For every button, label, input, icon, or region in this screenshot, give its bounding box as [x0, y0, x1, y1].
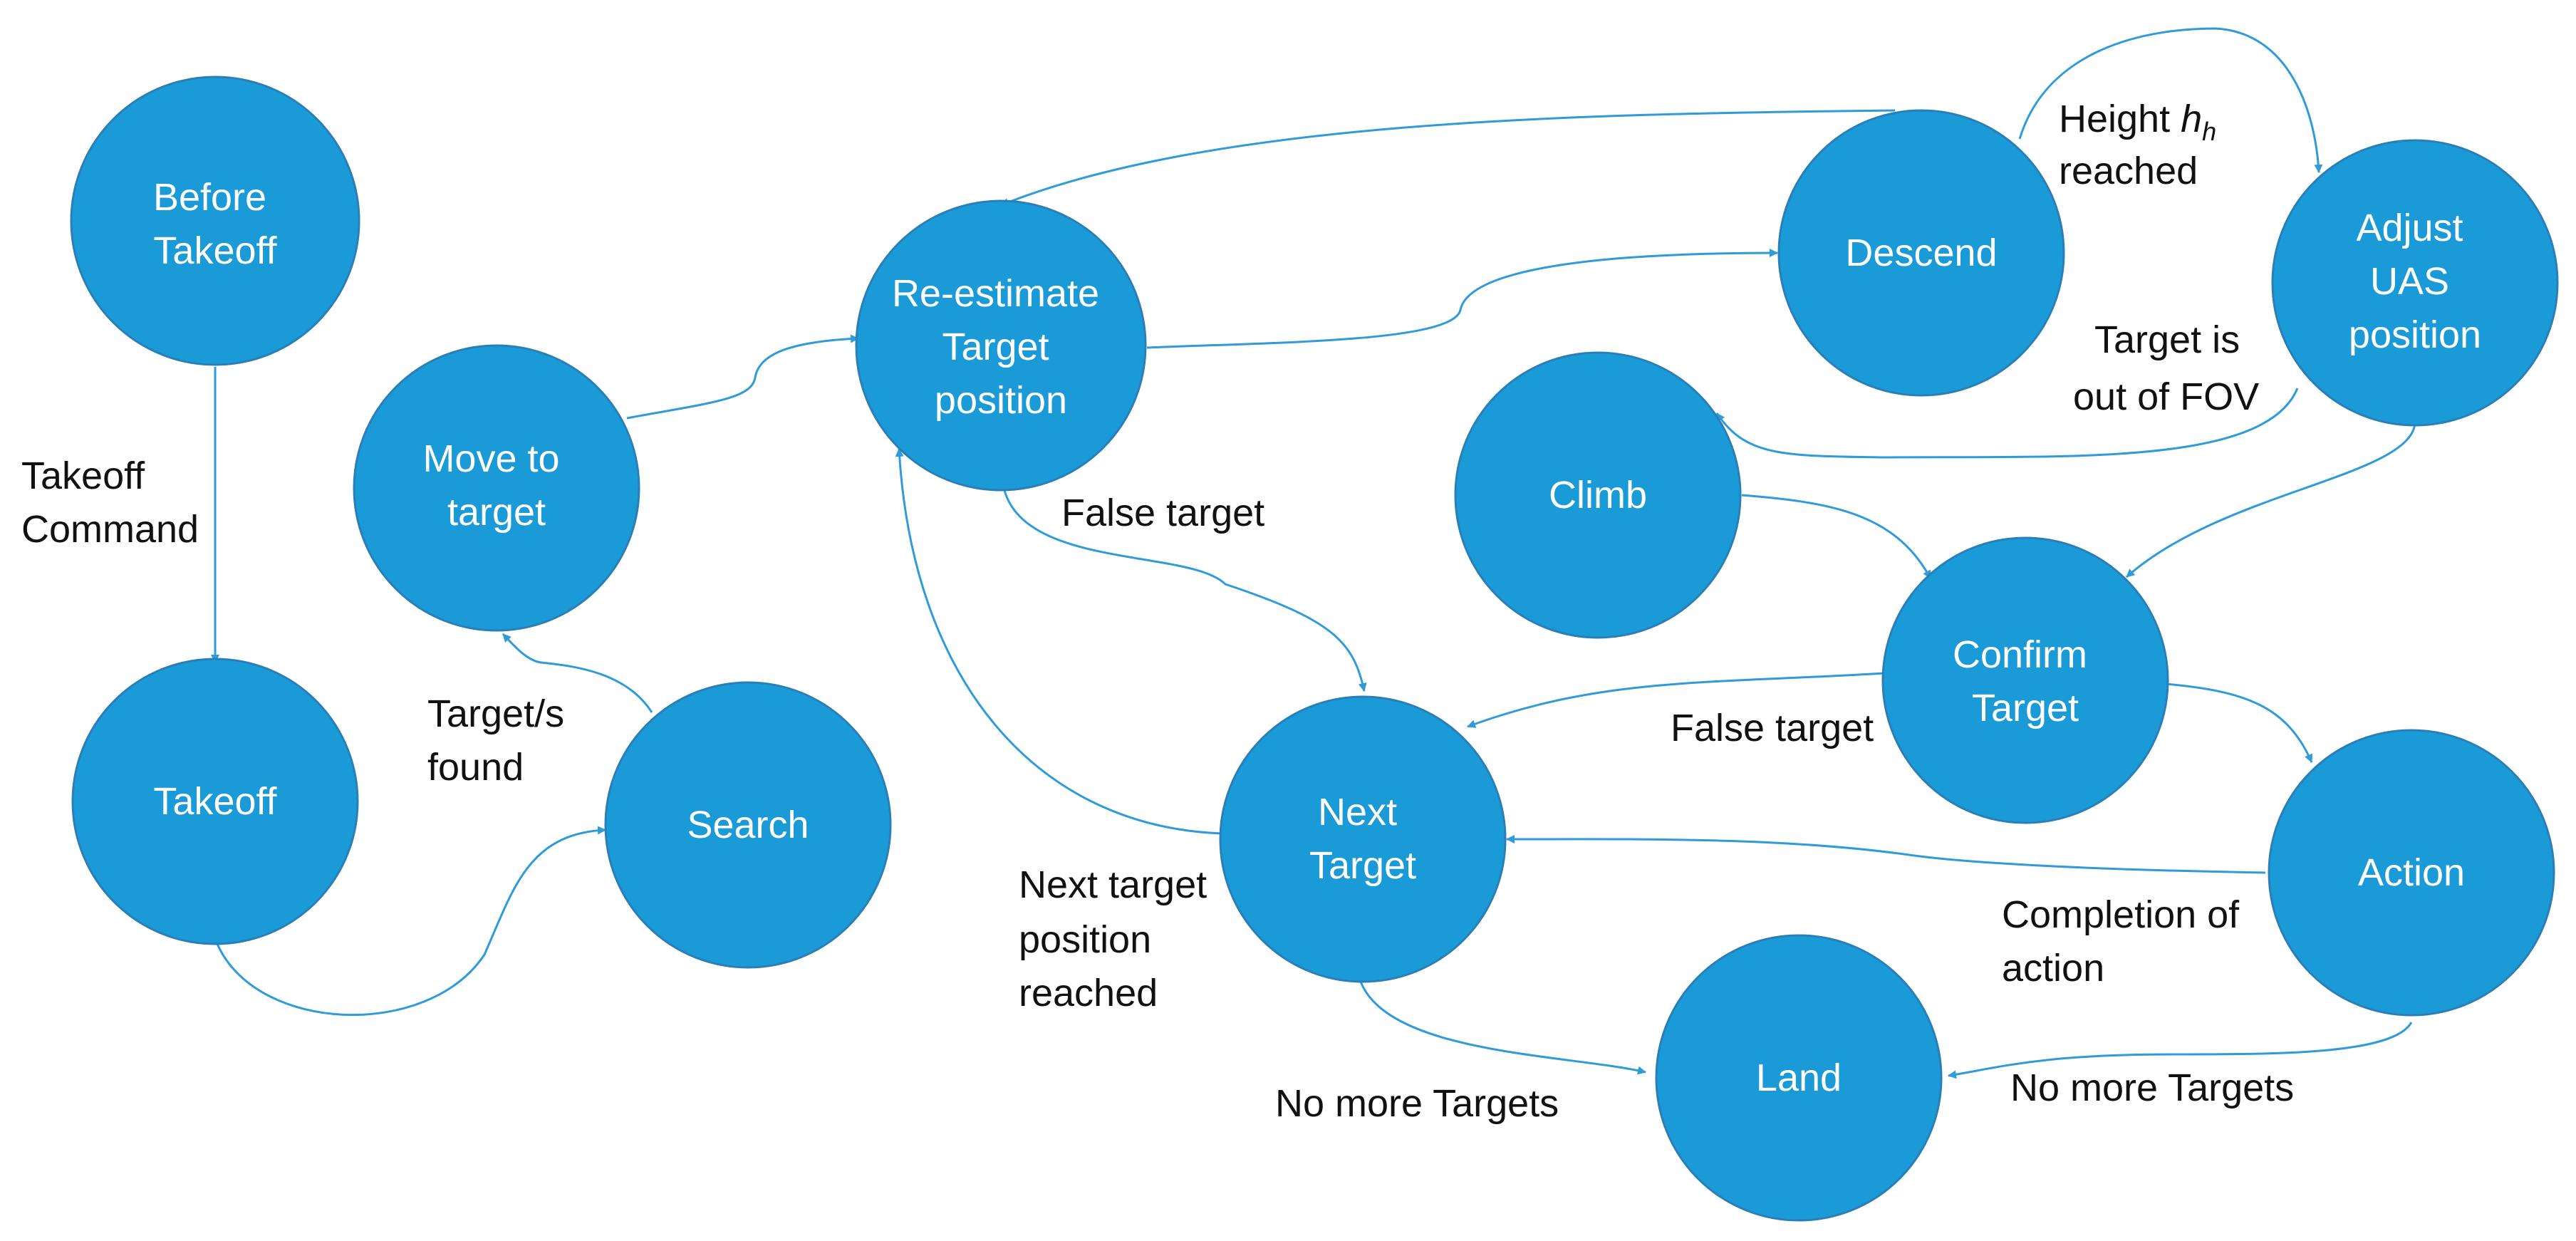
- edge-reestimate-to-next: [1002, 484, 1367, 692]
- targets-found-line-2: found: [427, 746, 524, 789]
- adjust-line-2: UAS: [2370, 260, 2449, 303]
- svg-text:Move to target: Move to target: [422, 437, 570, 534]
- edge-climb-to-confirm: [1741, 494, 1932, 579]
- out-of-fov-line-2: out of FOV: [2073, 375, 2259, 418]
- state-takeoff: Takeoff: [71, 658, 359, 945]
- edge-action-to-next: [1506, 834, 2266, 874]
- svg-text:Land: Land: [1756, 1056, 1842, 1099]
- state-next-target: Next Target: [1219, 695, 1507, 983]
- state-climb: Climb: [1454, 351, 1742, 639]
- takeoff-command-line-1: Takeoff: [21, 455, 145, 497]
- label-no-more-targets-next: No more Targets: [1275, 1082, 1559, 1125]
- next-target-line-2: Target: [1309, 844, 1416, 887]
- edge-action-to-land: [1948, 1022, 2413, 1079]
- svg-text:Action: Action: [2358, 851, 2465, 894]
- move-to-target-line-2: target: [447, 491, 546, 534]
- climb-line-1: Climb: [1549, 474, 1647, 516]
- svg-text:Descend: Descend: [1845, 232, 1997, 274]
- takeoff-line-1: Takeoff: [153, 780, 277, 823]
- edge-move-to-reestimate: [626, 334, 859, 420]
- no-more-targets-action-line-1: No more Targets: [2010, 1066, 2294, 1109]
- label-targets-found: Target/s found: [427, 692, 575, 789]
- state-before-takeoff: Before Takeoff: [70, 76, 360, 366]
- false-target-reestimate-line-1: False target: [1061, 492, 1264, 534]
- height-reached-prefix: Height: [2059, 98, 2181, 140]
- edge-takeoff-to-search: [216, 826, 606, 1017]
- completion-line-1: Completion of: [2002, 893, 2240, 936]
- reestimate-line-3: position: [935, 379, 1067, 422]
- label-out-of-fov: Target is out of FOV: [2073, 318, 2259, 418]
- label-completion-of-action: Completion of action: [2002, 893, 2250, 990]
- label-false-target-reestimate: False target: [1061, 492, 1264, 534]
- takeoff-command-line-2: Command: [21, 508, 199, 551]
- move-to-target-line-1: Move to: [422, 437, 559, 480]
- label-no-more-targets-action: No more Targets: [2010, 1066, 2294, 1109]
- label-height-reached: Height hh reached: [2059, 98, 2227, 192]
- svg-text:Takeoff: Takeoff: [153, 780, 277, 823]
- edge-search-to-move: [502, 633, 653, 713]
- height-subscript: h: [2202, 117, 2216, 146]
- edge-adjust-to-confirm: [2126, 423, 2416, 578]
- confirm-line-1: Confirm: [1953, 633, 2087, 676]
- next-target-line-1: Next: [1318, 791, 1397, 834]
- action-line-1: Action: [2358, 851, 2465, 894]
- before-takeoff-line-2: Takeoff: [153, 229, 277, 272]
- height-reached-line-2: reached: [2059, 150, 2198, 192]
- reestimate-line-2: Target: [942, 326, 1049, 368]
- state-search: Search: [604, 681, 892, 969]
- search-line-1: Search: [687, 804, 809, 846]
- reestimate-line-1: Re-estimate: [892, 272, 1099, 315]
- state-land: Land: [1655, 934, 1943, 1222]
- svg-text:Adjust UAS pos: Adjust UAS position: [2349, 207, 2481, 356]
- false-target-confirm-line-1: False target: [1671, 707, 1874, 749]
- state-descend: Descend: [1777, 109, 2065, 397]
- state-move-to-target: Move to target: [353, 344, 640, 632]
- height-symbol: h: [2181, 98, 2202, 140]
- label-next-target-reached: Next target position reached: [1019, 863, 1217, 1014]
- no-more-targets-next-line-1: No more Targets: [1275, 1082, 1559, 1125]
- state-reestimate-target-position: Re-estimate Target position: [855, 199, 1147, 492]
- land-line-1: Land: [1756, 1056, 1842, 1099]
- edge-confirm-to-action: [2165, 682, 2313, 763]
- state-adjust-uas-position: Adjust UAS position: [2271, 139, 2559, 427]
- descend-line-1: Descend: [1845, 232, 1997, 274]
- before-takeoff-line-1: Before: [153, 176, 266, 219]
- label-takeoff-command: Takeoff Command: [21, 455, 199, 551]
- edge-descend-to-reestimate: [1000, 109, 1896, 207]
- completion-line-2: action: [2002, 947, 2104, 990]
- edge-next-to-reestimate: [895, 448, 1222, 835]
- svg-text:Confirm Target: Confirm Target: [1953, 633, 2098, 729]
- svg-text:Re-estimate Target: Re-estimate Target position: [892, 272, 1110, 422]
- adjust-line-3: position: [2349, 313, 2481, 356]
- edge-confirm-to-next: [1467, 672, 1885, 728]
- next-target-reached-line-1: Next target: [1019, 863, 1207, 906]
- svg-text:Climb: Climb: [1549, 474, 1647, 516]
- svg-text:Search: Search: [687, 804, 809, 846]
- confirm-line-2: Target: [1972, 687, 2079, 729]
- next-target-reached-line-3: reached: [1019, 972, 1158, 1014]
- edge-adjust-to-climb: [1715, 388, 2299, 459]
- edge-reestimate-to-descend: [1146, 249, 1778, 349]
- adjust-line-1: Adjust: [2356, 207, 2463, 249]
- state-action: Action: [2268, 729, 2555, 1017]
- edge-next-to-land: [1359, 981, 1646, 1075]
- state-confirm-target: Confirm Target: [1881, 536, 2169, 824]
- svg-text:Next Target: Next Target: [1309, 791, 1416, 887]
- targets-found-line-1: Target/s: [427, 692, 564, 735]
- label-false-target-confirm: False target: [1671, 707, 1874, 749]
- edge-descend-to-adjust: [2018, 27, 2323, 173]
- out-of-fov-line-1: Target is: [2094, 318, 2240, 361]
- next-target-reached-line-2: position: [1019, 918, 1151, 961]
- svg-text:Before Takeoff: Before Takeoff: [153, 176, 278, 272]
